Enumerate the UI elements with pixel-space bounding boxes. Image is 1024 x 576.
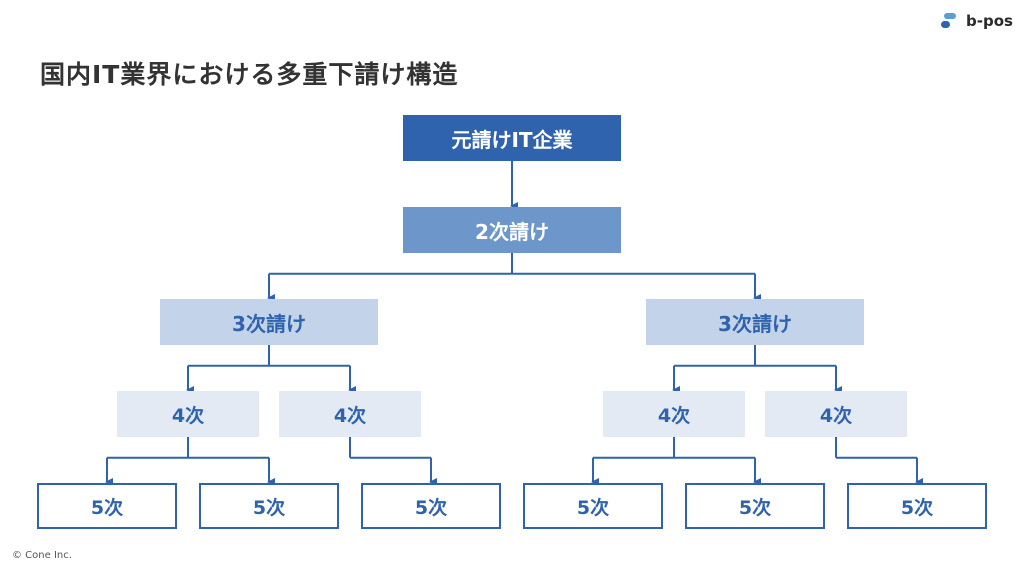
node-label: 5次 xyxy=(576,496,610,519)
slide-title: 国内IT業界における多重下請け構造 xyxy=(40,60,459,89)
node-label: 4次 xyxy=(657,404,691,427)
tier-5-node: 5次 xyxy=(685,483,825,529)
tier-3-node: 3次請け xyxy=(646,299,864,345)
node-label: 4次 xyxy=(333,404,367,427)
tier-5-node: 5次 xyxy=(199,483,339,529)
tier-1-node: 元請けIT企業 xyxy=(403,115,621,161)
tier-5-node: 5次 xyxy=(361,483,501,529)
logo-text: b-pos xyxy=(966,12,1013,30)
b-pos-logo-icon xyxy=(941,13,956,28)
tier-4-node: 4次 xyxy=(603,391,745,437)
node-label: 2次請け xyxy=(475,219,549,244)
copyright: © Cone Inc. xyxy=(12,550,72,561)
node-label: 5次 xyxy=(252,496,286,519)
node-label: 5次 xyxy=(900,496,934,519)
node-label: 3次請け xyxy=(718,311,792,336)
node-label: 元請けIT企業 xyxy=(451,127,573,152)
node-label: 4次 xyxy=(819,404,853,427)
tier-5-node: 5次 xyxy=(37,483,177,529)
node-label: 5次 xyxy=(90,496,124,519)
tier-5-node: 5次 xyxy=(847,483,987,529)
tier-4-node: 4次 xyxy=(279,391,421,437)
node-label: 3次請け xyxy=(232,311,306,336)
tier-5-node: 5次 xyxy=(523,483,663,529)
tier-3-node: 3次請け xyxy=(160,299,378,345)
b-pos-logo: b-pos xyxy=(940,12,1013,30)
node-label: 4次 xyxy=(171,404,205,427)
node-label: 5次 xyxy=(738,496,772,519)
tier-4-node: 4次 xyxy=(117,391,259,437)
tier-2-node: 2次請け xyxy=(403,207,621,253)
node-label: 5次 xyxy=(414,496,448,519)
tier-4-node: 4次 xyxy=(765,391,907,437)
